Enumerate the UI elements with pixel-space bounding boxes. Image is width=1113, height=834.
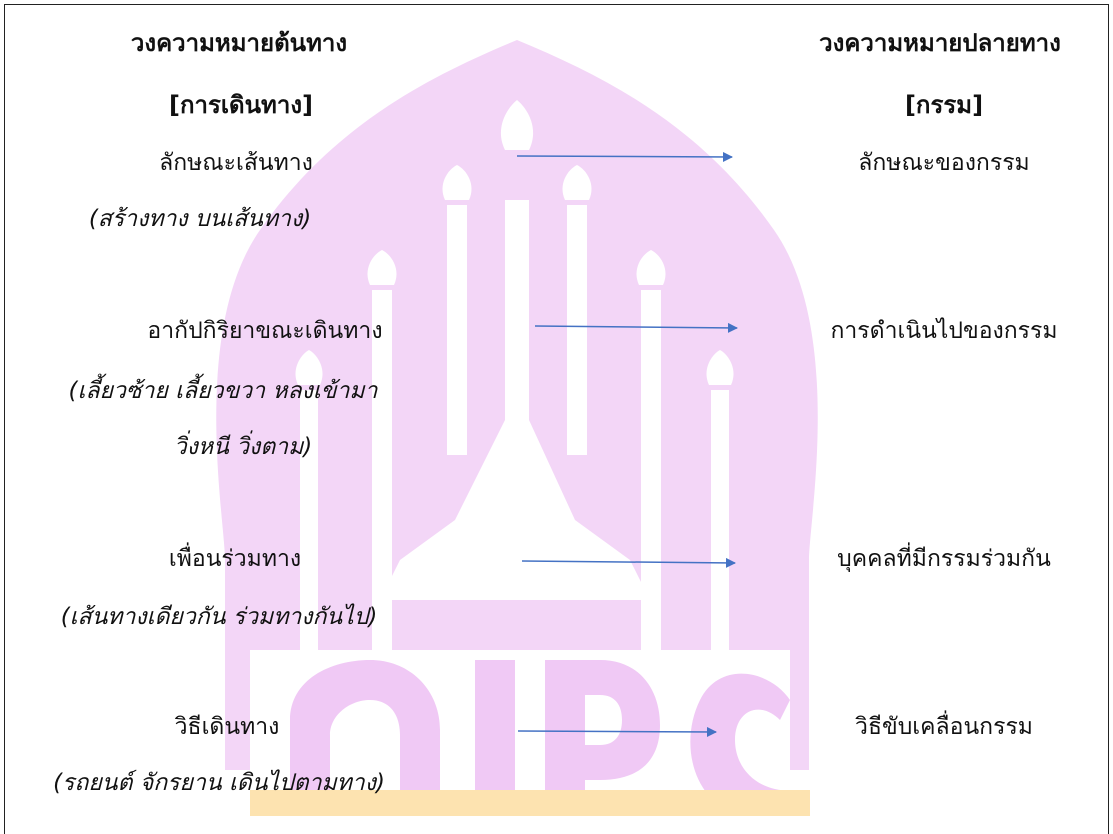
source-item-2: อากัปกิริยาขณะเดินทาง	[147, 318, 383, 344]
target-item-4: วิธีขับเคลื่อนกรรม	[855, 714, 1033, 740]
source-item-1: ลักษณะเส้นทาง	[159, 150, 313, 176]
arrow-3	[521, 557, 736, 568]
arrow-1	[516, 151, 733, 162]
mapping-arrows	[516, 151, 738, 737]
arrow-4	[517, 726, 717, 737]
source-subheading: [การเดินทาง]	[168, 91, 314, 119]
source-item-3-example: (เส้นทางเดียวกัน ร่วมทางกันไป)	[60, 604, 378, 630]
source-item-2-example-line2: วิ่งหนี วิ่งตาม)	[173, 434, 313, 460]
source-item-4-example: (รถยนต์ จักรยาน เดินไปตามทาง)	[53, 770, 385, 796]
watermark-logo	[216, 40, 818, 816]
source-heading: วงความหมายต้นทาง	[130, 29, 348, 57]
target-item-1: ลักษณะของกรรม	[858, 150, 1030, 176]
source-item-3: เพื่อนร่วมทาง	[168, 546, 302, 572]
target-item-3: บุคคลที่มีกรรมร่วมกัน	[837, 546, 1051, 572]
target-item-2: การดำเนินไปของกรรม	[830, 318, 1058, 344]
source-item-1-example: (สร้างทาง บนเส้นทาง)	[88, 206, 312, 232]
source-item-2-example-line1: (เลี้ยวซ้าย เลี้ยวขวา หลงเข้ามา	[68, 378, 378, 404]
target-subheading: [กรรม]	[904, 91, 984, 119]
source-item-4: วิธีเดินทาง	[174, 714, 280, 740]
diagram-frame	[4, 4, 1109, 834]
target-heading: วงความหมายปลายทาง	[819, 29, 1061, 57]
arrow-2	[534, 322, 738, 333]
